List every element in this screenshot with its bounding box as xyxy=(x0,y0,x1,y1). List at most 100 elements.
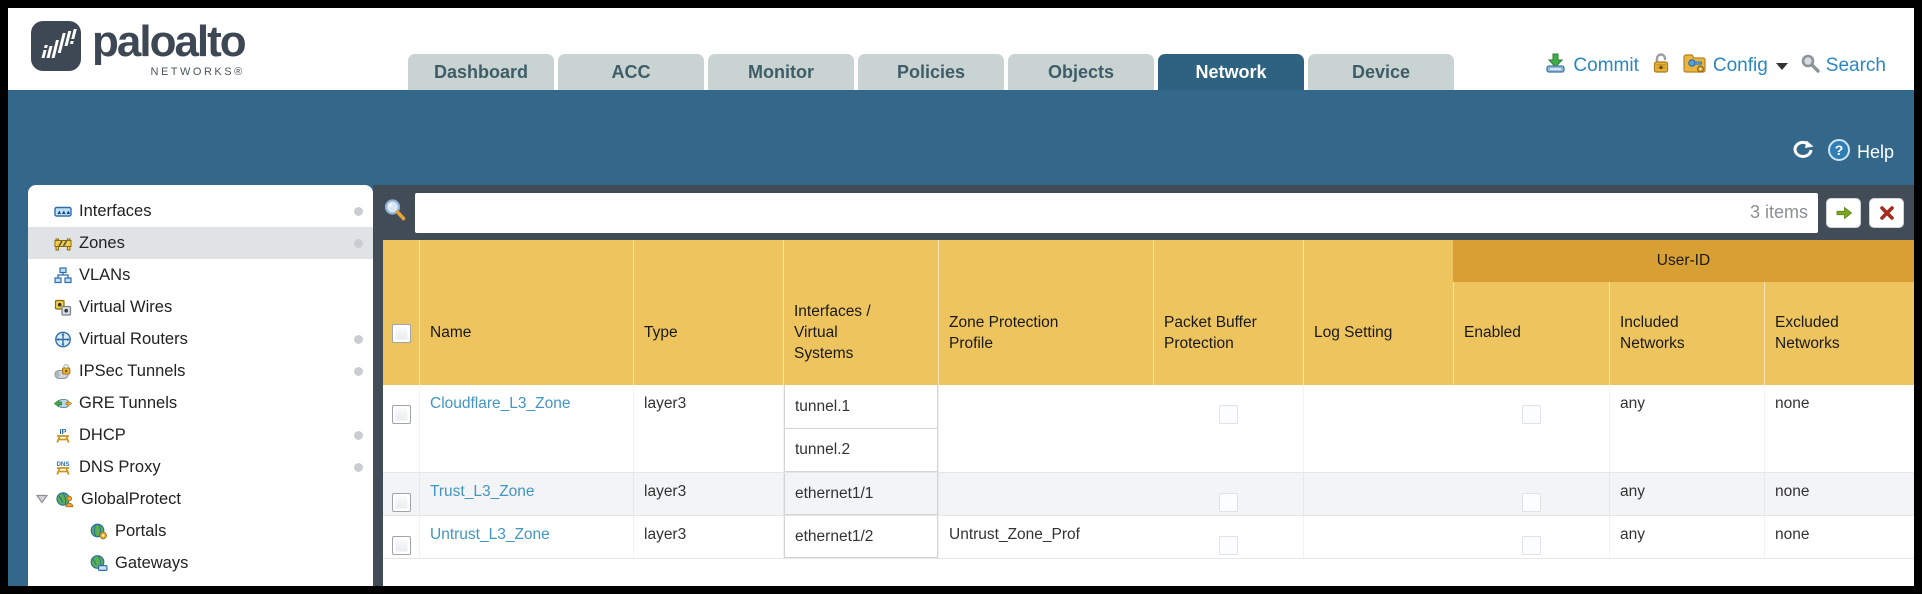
select-all-checkbox[interactable] xyxy=(391,324,411,343)
select-all-cell xyxy=(383,240,419,385)
sidebar-item-label: Virtual Routers xyxy=(79,329,188,348)
zone-protection-profile-cell xyxy=(938,385,1153,472)
commit-icon xyxy=(1545,53,1567,79)
virtual-wires-icon xyxy=(54,299,72,316)
config-label: Config xyxy=(1712,55,1768,76)
brand-name: paloalto xyxy=(92,17,247,66)
row-checkbox[interactable] xyxy=(391,536,411,555)
sidebar-item-label: Gateways xyxy=(115,553,189,572)
user-id-enabled-checkbox[interactable] xyxy=(1521,493,1541,512)
packet-buffer-protection-checkbox[interactable] xyxy=(1218,493,1238,512)
user-id-enabled-checkbox[interactable] xyxy=(1521,405,1541,424)
tab-dashboard[interactable]: Dashboard xyxy=(408,54,554,90)
zone-name-link[interactable]: Cloudflare_L3_Zone xyxy=(430,395,571,412)
config-icon xyxy=(1683,52,1707,80)
col-header-included-networks[interactable]: Included Networks xyxy=(1609,282,1764,385)
paloalto-logo: paloalto NETWORKS® xyxy=(30,17,247,78)
sidebar-item-zones[interactable]: Zones xyxy=(28,227,373,259)
commit-button[interactable]: Commit xyxy=(1545,53,1639,79)
top-bar: paloalto NETWORKS® Dashboard ACC Monitor… xyxy=(8,8,1914,90)
gateways-icon xyxy=(90,554,108,572)
tab-objects[interactable]: Objects xyxy=(1008,54,1154,90)
sidebar-item-globalprotect[interactable]: GlobalProtect xyxy=(28,483,373,515)
user-id-group-header: User-ID xyxy=(1453,240,1914,282)
sidebar-item-vlans[interactable]: VLANs xyxy=(28,259,373,291)
brand-subtitle: NETWORKS® xyxy=(150,66,245,78)
sidebar-item-label: Zones xyxy=(79,233,125,252)
col-header-excluded-networks[interactable]: Excluded Networks xyxy=(1764,282,1914,385)
col-header-type[interactable]: Type xyxy=(633,240,783,385)
zone-type-cell: layer3 xyxy=(633,385,783,472)
sidebar-item-label: DNS Proxy xyxy=(79,457,161,476)
sidebar-item-label: Interfaces xyxy=(79,201,152,220)
sidebar-item-portals[interactable]: Portals xyxy=(28,515,373,547)
sidebar-item-dns-proxy[interactable]: DNS DNS Proxy xyxy=(28,451,373,483)
zone-name-link[interactable]: Untrust_L3_Zone xyxy=(430,526,550,543)
table-empty-area xyxy=(383,559,1914,586)
tab-device[interactable]: Device xyxy=(1308,54,1454,90)
chevron-down-icon xyxy=(1775,62,1788,70)
zone-interfaces-cell: tunnel.1 tunnel.2 xyxy=(783,385,938,472)
filter-input[interactable] xyxy=(425,192,1750,233)
zones-icon xyxy=(54,235,72,252)
ipsec-tunnels-icon xyxy=(54,363,72,380)
svg-text:IP: IP xyxy=(59,427,66,436)
sidebar-item-virtual-routers[interactable]: Virtual Routers xyxy=(28,323,373,355)
col-header-enabled[interactable]: Enabled xyxy=(1453,282,1609,385)
filter-magnifier-icon[interactable] xyxy=(383,198,407,227)
col-header-log-setting[interactable]: Log Setting xyxy=(1303,240,1453,385)
top-action-bar: Commit xyxy=(1545,52,1886,80)
portals-icon xyxy=(90,523,108,540)
expander-triangle-icon[interactable] xyxy=(36,494,49,504)
zone-name-link[interactable]: Trust_L3_Zone xyxy=(430,483,535,500)
tab-policies[interactable]: Policies xyxy=(858,54,1004,90)
lock-icon[interactable] xyxy=(1651,52,1671,80)
search-label: Search xyxy=(1825,55,1886,76)
help-button[interactable]: ? Help xyxy=(1827,138,1894,167)
refresh-icon[interactable] xyxy=(1791,139,1815,166)
tab-acc[interactable]: ACC xyxy=(558,54,704,90)
sidebar-item-dhcp[interactable]: IP DHCP xyxy=(28,419,373,451)
zone-interfaces-cell: ethernet1/1 xyxy=(783,473,938,515)
sidebar-item-gre-tunnels[interactable]: GRE Tunnels xyxy=(28,387,373,419)
col-header-packet-buffer-protection[interactable]: Packet Buffer Protection xyxy=(1153,240,1303,385)
sidebar-item-label: VLANs xyxy=(79,265,131,284)
packet-buffer-protection-checkbox[interactable] xyxy=(1218,536,1238,555)
interface-item: ethernet1/2 xyxy=(784,516,938,558)
status-dot xyxy=(354,462,363,472)
col-header-zone-protection-profile[interactable]: Zone Protection Profile xyxy=(938,240,1153,385)
sidebar-item-virtual-wires[interactable]: Virtual Wires xyxy=(28,291,373,323)
zone-protection-profile-cell xyxy=(938,473,1153,515)
row-checkbox[interactable] xyxy=(391,493,411,512)
col-header-interfaces[interactable]: Interfaces / Virtual Systems xyxy=(783,240,938,385)
help-icon: ? xyxy=(1827,138,1851,167)
svg-text:DNS: DNS xyxy=(56,461,69,468)
interface-item: tunnel.1 xyxy=(784,385,938,429)
sidebar-item-label: GlobalProtect xyxy=(81,489,181,508)
help-label: Help xyxy=(1856,142,1894,162)
clear-filter-button[interactable] xyxy=(1869,197,1904,228)
zones-table: Name Type Interfaces / Virtual Systems Z… xyxy=(383,240,1914,586)
tab-monitor[interactable]: Monitor xyxy=(708,54,854,90)
global-search-button[interactable]: Search xyxy=(1800,53,1886,79)
col-header-name[interactable]: Name xyxy=(419,240,633,385)
sidebar-item-gateways[interactable]: Gateways xyxy=(28,547,373,579)
row-checkbox[interactable] xyxy=(391,405,411,424)
included-networks-cell: any xyxy=(1609,516,1764,558)
user-id-enabled-checkbox[interactable] xyxy=(1521,536,1541,555)
interfaces-icon xyxy=(54,203,72,220)
vlans-icon xyxy=(54,266,72,284)
status-dot xyxy=(354,238,363,248)
zone-type-cell: layer3 xyxy=(633,516,783,558)
sidebar-item-ipsec-tunnels[interactable]: IPSec Tunnels xyxy=(28,355,373,387)
filter-input-box: 3 items xyxy=(415,192,1818,233)
log-setting-cell xyxy=(1303,516,1453,558)
log-setting-cell xyxy=(1303,473,1453,515)
config-menu-button[interactable]: Config xyxy=(1683,52,1788,80)
packet-buffer-protection-checkbox[interactable] xyxy=(1218,405,1238,424)
tab-network[interactable]: Network xyxy=(1158,54,1304,90)
apply-filter-button[interactable] xyxy=(1826,197,1861,228)
sidebar-item-interfaces[interactable]: Interfaces xyxy=(28,195,373,227)
dns-proxy-icon: DNS xyxy=(54,459,72,476)
virtual-routers-icon xyxy=(54,331,72,348)
